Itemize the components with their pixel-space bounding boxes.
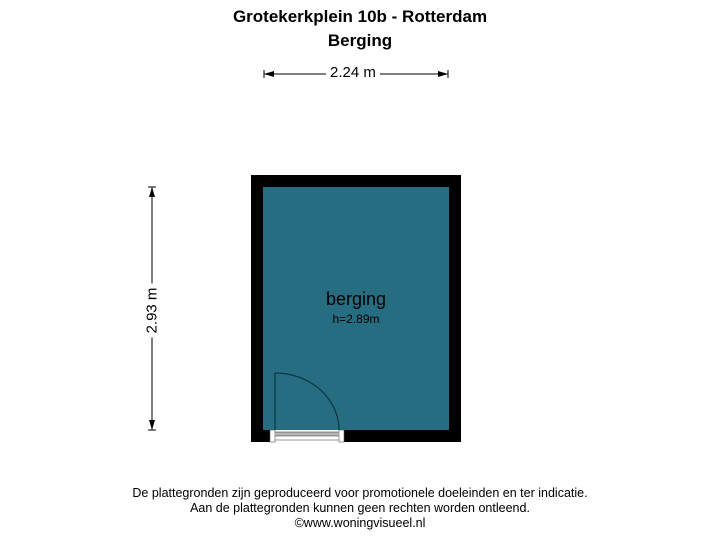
disclaimer-line-2: Aan de plattegronden kunnen geen rechten… bbox=[190, 501, 530, 515]
width-dimension-label: 2.24 m bbox=[326, 64, 380, 81]
floor-name: Berging bbox=[327, 31, 393, 50]
disclaimer-line-1: De plattegronden zijn geproduceerd voor … bbox=[132, 486, 588, 500]
room-berging-area bbox=[263, 187, 449, 430]
disclaimer: De plattegronden zijn geproduceerd voor … bbox=[0, 486, 720, 531]
room-label: berging bbox=[325, 289, 387, 309]
walls bbox=[251, 175, 461, 442]
plan-title: Grotekerkplein 10b - Rotterdam bbox=[232, 7, 488, 26]
room-ceiling-height: h=2.89m bbox=[332, 312, 380, 326]
height-dimension-label: 2.93 m bbox=[143, 283, 161, 338]
copyright-line: ©www.woningvisueel.nl bbox=[294, 516, 426, 530]
door bbox=[269, 372, 345, 443]
